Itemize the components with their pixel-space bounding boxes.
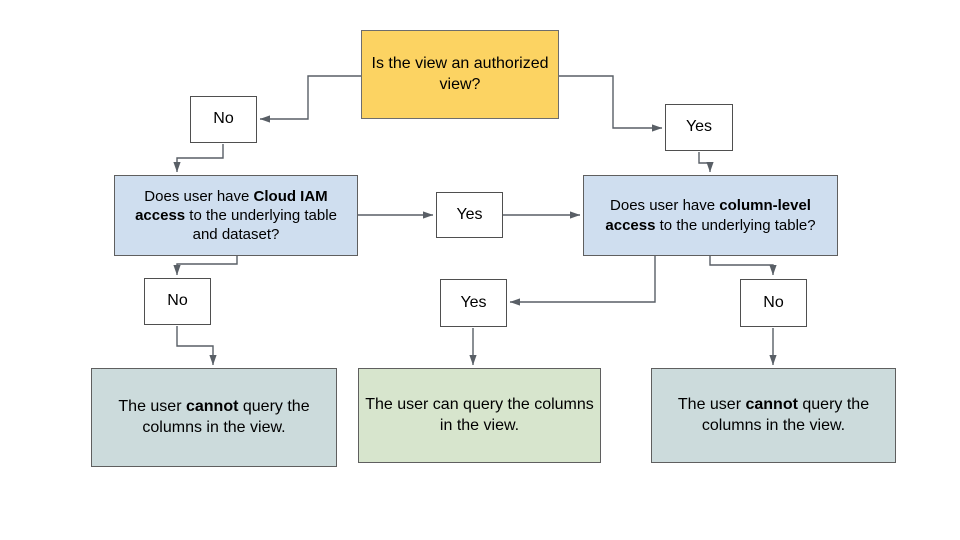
node-branch-iam-yes[interactable]: Yes bbox=[436, 192, 503, 238]
node-branch-iam-no[interactable]: No bbox=[144, 278, 211, 325]
node-branch-start-no[interactable]: No bbox=[190, 96, 257, 143]
node-branch-iam-yes-label: Yes bbox=[456, 205, 483, 223]
edge-yes-to-column-decision bbox=[698, 152, 714, 173]
edge-iam-to-no bbox=[173, 256, 238, 276]
node-decision-column-level[interactable]: Does user have column-level access to th… bbox=[583, 175, 838, 256]
node-start-question-label: Is the view an authorized view? bbox=[371, 55, 549, 93]
edge-column-to-yes bbox=[509, 256, 656, 306]
node-result-iam-denied-label: The user cannot query the columns in the… bbox=[118, 398, 310, 436]
node-branch-column-no[interactable]: No bbox=[740, 279, 807, 327]
node-branch-column-no-label: No bbox=[763, 293, 784, 311]
node-branch-column-yes-label: Yes bbox=[460, 293, 487, 311]
edge-no-to-iam-decision bbox=[173, 144, 224, 173]
edge-no-to-denied-left bbox=[176, 326, 217, 366]
node-result-allowed-label: The user can query the columns in the vi… bbox=[365, 396, 594, 434]
node-branch-start-yes-label: Yes bbox=[685, 118, 713, 136]
node-result-allowed[interactable]: The user can query the columns in the vi… bbox=[358, 368, 601, 463]
edge-column-to-no bbox=[709, 256, 777, 276]
node-decision-cloud-iam-label: Does user have Cloud IAM access to the u… bbox=[135, 187, 337, 244]
node-branch-start-yes[interactable]: Yes bbox=[665, 104, 733, 151]
edge-start-to-yes bbox=[559, 75, 663, 132]
node-branch-iam-no-label: No bbox=[167, 292, 188, 310]
node-decision-cloud-iam[interactable]: Does user have Cloud IAM access to the u… bbox=[114, 175, 358, 256]
node-result-column-denied-label: The user cannot query the columns in the… bbox=[677, 396, 870, 434]
edge-start-to-no bbox=[259, 75, 361, 123]
node-result-column-denied[interactable]: The user cannot query the columns in the… bbox=[651, 368, 896, 463]
node-branch-column-yes[interactable]: Yes bbox=[440, 279, 507, 327]
node-branch-start-no-label: No bbox=[213, 110, 234, 128]
node-decision-column-level-label: Does user have column-level access to th… bbox=[605, 197, 816, 234]
node-result-iam-denied[interactable]: The user cannot query the columns in the… bbox=[91, 368, 337, 467]
node-start-question[interactable]: Is the view an authorized view? bbox=[361, 30, 559, 119]
